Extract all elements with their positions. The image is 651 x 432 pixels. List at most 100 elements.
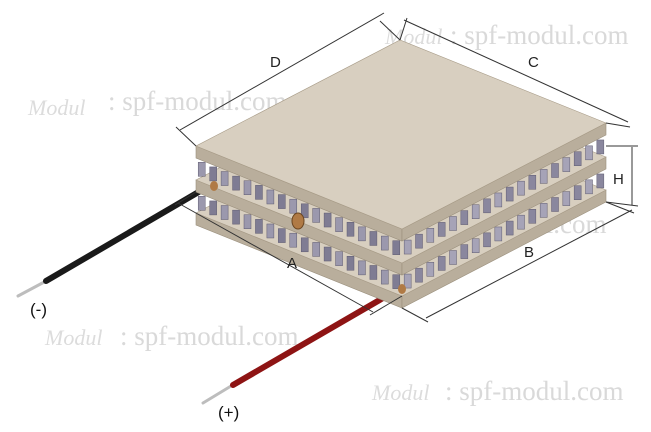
dimension-d-extension [379, 20, 401, 41]
negative-wire-insulation [43, 180, 217, 284]
thermoelectric-pellet [209, 166, 217, 182]
thermoelectric-pellet [449, 216, 457, 231]
thermoelectric-pellet [596, 139, 605, 155]
thermoelectric-pellet [426, 262, 435, 277]
negative-terminal-label: (-) [30, 300, 47, 319]
watermark-logo: Modul [44, 325, 102, 350]
thermoelectric-pellet [243, 180, 252, 195]
dimension-c-extension [399, 17, 408, 41]
watermark-text: : spf-modul.com [108, 86, 286, 116]
watermark-text: : spf-modul.com [120, 321, 298, 351]
dimension-lines [174, 12, 639, 323]
dimension-c-line [403, 19, 629, 123]
thermoelectric-pellet [369, 231, 378, 246]
thermoelectric-pellet [243, 214, 252, 229]
thermoelectric-pellet [483, 232, 491, 248]
thermoelectric-pellet [369, 265, 378, 280]
top-pellet-row [197, 139, 605, 255]
thermoelectric-pellet [471, 238, 480, 253]
thermoelectric-pellet [426, 228, 435, 243]
thermoelectric-pellet [255, 219, 263, 234]
thermoelectric-pellet [335, 217, 343, 232]
dimension-b-line [425, 209, 633, 319]
dimension-d-label: D [270, 54, 281, 71]
thermoelectric-pellet [517, 214, 525, 230]
thermoelectric-pellet [209, 200, 217, 216]
thermoelectric-pellet [449, 250, 457, 265]
thermoelectric-pellet [266, 223, 275, 239]
dimension-h-extension [605, 201, 639, 207]
thermoelectric-pellet [323, 246, 332, 262]
dimension-d-extension [175, 126, 197, 147]
solder-contact [398, 284, 406, 294]
dimension-c-extension [605, 122, 631, 128]
thermoelectric-pellet [562, 157, 571, 172]
thermoelectric-pellet [266, 189, 275, 205]
thermoelectric-pellet [278, 228, 286, 243]
top-stage [195, 39, 607, 242]
thermoelectric-pellet [415, 267, 423, 283]
thermoelectric-pellet [232, 209, 240, 225]
thermoelectric-pellet [471, 204, 480, 219]
thermoelectric-pellet [437, 222, 446, 237]
thermoelectric-pellet [539, 203, 548, 218]
thermoelectric-pellet [539, 169, 548, 184]
thermoelectric-pellet [573, 151, 582, 166]
thermoelectric-pellet [415, 233, 423, 249]
thermoelectric-pellet [403, 239, 412, 255]
bottom-pellet-row [197, 173, 605, 289]
dimension-b-extension [401, 307, 429, 323]
thermoelectric-pellet [381, 235, 389, 251]
dimension-h-label: H [613, 171, 624, 188]
watermark-logo: Modul [371, 380, 429, 405]
positive-wire [201, 284, 405, 405]
solder-contact [291, 212, 305, 230]
thermoelectric-pellet [528, 175, 537, 190]
thermoelectric-pellet [300, 203, 309, 219]
thermoelectric-pellet [358, 260, 366, 276]
solder-contact [210, 181, 218, 191]
thermoelectric-pellet [505, 186, 514, 202]
thermoelectric-pellet [278, 194, 286, 209]
positive-wire-insulation [230, 284, 405, 388]
thermoelectric-pellet [528, 209, 537, 224]
thermoelectric-pellet [585, 179, 593, 195]
thermoelectric-pellet [505, 220, 514, 236]
thermoelectric-pellet [494, 226, 503, 242]
thermoelectric-pellet [596, 173, 605, 189]
thermoelectric-pellet [403, 273, 412, 289]
thermoelectric-pellet [220, 205, 229, 220]
thermoelectric-pellet [392, 274, 401, 289]
negative-wire [16, 180, 217, 298]
thermoelectric-pellet [220, 171, 229, 186]
negative-wire-tip [16, 278, 50, 298]
thermoelectric-pellet [437, 256, 446, 271]
thermoelectric-pellet [381, 269, 389, 285]
thermoelectric-pellet [232, 175, 240, 191]
thermoelectric-pellet [483, 198, 491, 214]
thermoelectric-pellet [460, 210, 469, 225]
thermoelectric-pellet [460, 244, 469, 259]
thermoelectric-pellet [312, 208, 320, 223]
thermoelectric-pellet [392, 240, 401, 255]
thermoelectric-pellet [573, 185, 582, 200]
thermoelectric-pellet [289, 198, 298, 214]
dimension-a-line [177, 202, 374, 313]
thermoelectric-pellet [197, 162, 206, 177]
thermoelectric-pellet [551, 197, 559, 212]
thermoelectric-pellet [346, 222, 355, 237]
thermoelectric-pellet [312, 242, 320, 257]
thermoelectric-pellet [335, 251, 343, 266]
thermoelectric-pellet [494, 192, 503, 208]
watermark-text: : spf-modul.com [450, 20, 628, 50]
thermoelectric-pellet [517, 180, 525, 196]
dimension-a-extension [369, 295, 403, 316]
thermoelectric-pellet [585, 145, 593, 161]
watermark-logo: Modul [27, 95, 85, 120]
thermoelectric-pellet [346, 256, 355, 271]
thermoelectric-pellet [255, 185, 263, 200]
thermoelectric-pellet [289, 232, 298, 248]
thermoelectric-pellet [562, 191, 571, 206]
thermoelectric-pellet [197, 196, 206, 211]
